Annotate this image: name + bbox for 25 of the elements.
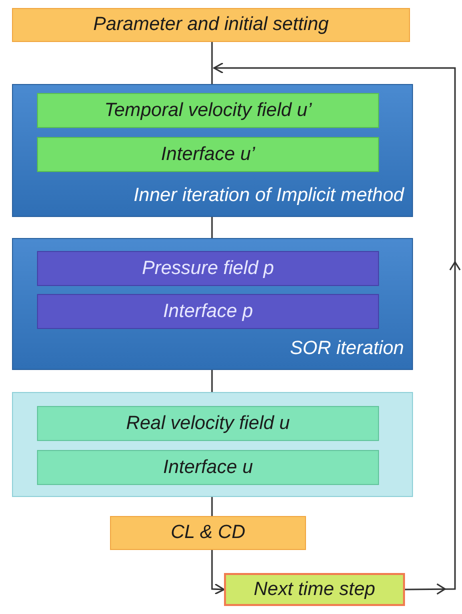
panel-label: SOR iteration bbox=[290, 337, 404, 361]
process-box bbox=[37, 93, 379, 128]
box-label: Real velocity field u bbox=[126, 412, 290, 436]
box-label: Interface u bbox=[163, 456, 253, 480]
panel-label: Inner iteration of Implicit method bbox=[134, 184, 404, 208]
group-panel bbox=[12, 238, 413, 370]
box-label: Pressure field p bbox=[142, 256, 274, 280]
box-label: Interface p bbox=[163, 300, 253, 324]
process-box bbox=[37, 251, 379, 286]
process-box bbox=[224, 573, 405, 606]
process-box bbox=[12, 8, 410, 42]
process-box bbox=[37, 294, 379, 329]
connector-arrow bbox=[213, 62, 461, 595]
process-box bbox=[37, 450, 379, 485]
process-box bbox=[110, 516, 306, 550]
connector-arrow bbox=[211, 550, 225, 595]
box-label: CL & CD bbox=[170, 521, 246, 545]
group-panel bbox=[12, 84, 413, 217]
box-label: Next time step bbox=[254, 578, 376, 602]
group-panel bbox=[12, 392, 413, 497]
process-box bbox=[37, 137, 379, 172]
box-label: Interface u’ bbox=[161, 142, 255, 166]
process-box bbox=[37, 406, 379, 441]
box-label: Temporal velocity field u’ bbox=[104, 98, 312, 122]
box-label: Parameter and initial setting bbox=[93, 13, 329, 37]
